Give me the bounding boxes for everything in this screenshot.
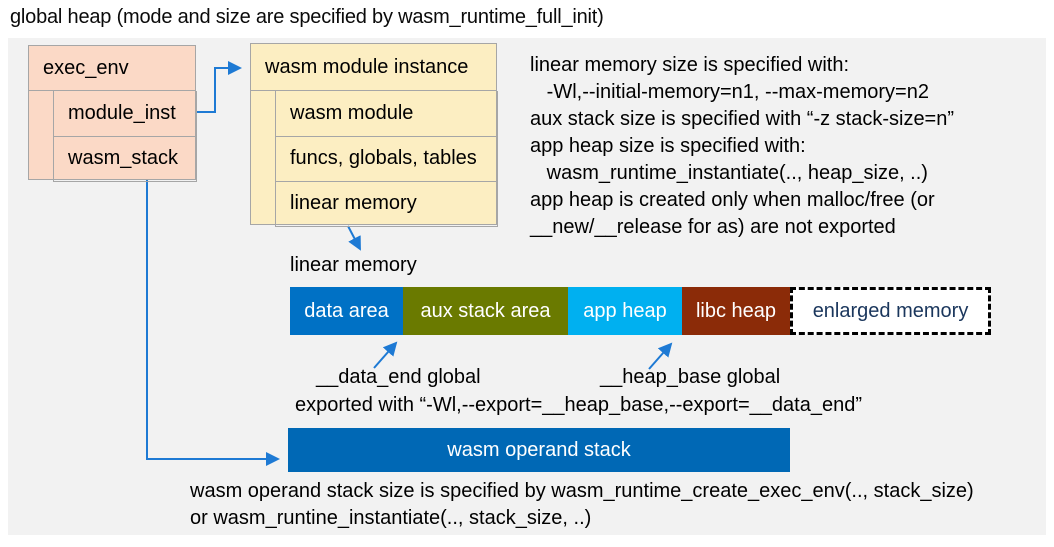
segment-app-heap: app heap — [568, 287, 682, 335]
heap-base-global-label: __heap_base global — [600, 366, 781, 388]
segment-aux-stack-area: aux stack area — [403, 287, 568, 335]
arrow-data-end-to-boundary — [373, 341, 398, 369]
linear-memory-notes: linear memory size is specified with: -W… — [530, 52, 954, 241]
module-instance-box: wasm module instance wasm module funcs, … — [250, 43, 498, 227]
note-line: app heap size is specified with: — [530, 135, 806, 157]
note-line: __new/__release for as) are not exported — [530, 216, 896, 238]
segment-data-area: data area — [290, 287, 403, 335]
wasm-operand-stack-bar: wasm operand stack — [288, 428, 790, 472]
note-line: aux stack size is specified with “-z sta… — [530, 108, 955, 130]
segment-enlarged-memory: enlarged memory — [790, 287, 991, 335]
diagram-canvas: exec_env module_inst wasm_stack wasm mod… — [8, 38, 1046, 535]
note-line: linear memory size is specified with: — [530, 54, 849, 76]
arrow-linear-memory-cell-to-bar-label — [347, 225, 361, 251]
exported-with-label: exported with “-Wl,--export=__heap_base,… — [295, 394, 862, 416]
linear-memory-bar: data area aux stack area app heap libc h… — [290, 287, 991, 335]
linear-memory-label: linear memory — [290, 254, 417, 276]
data-end-global-label: __data_end global — [316, 366, 481, 388]
module-instance-row-wasm-module: wasm module — [275, 91, 498, 137]
page-title: global heap (mode and size are specified… — [10, 6, 604, 28]
module-instance-row-linear-memory: linear memory — [275, 181, 498, 227]
module-instance-header: wasm module instance — [251, 44, 496, 91]
module-instance-row-funcs-globals-tables: funcs, globals, tables — [275, 136, 498, 182]
operand-stack-notes: wasm operand stack size is specified by … — [190, 478, 974, 532]
exec-env-row-module-inst: module_inst — [53, 91, 197, 137]
note-line: wasm_runtime_instantiate(.., heap_size, … — [530, 162, 928, 184]
exec-env-header: exec_env — [29, 46, 195, 91]
exec-env-row-wasm-stack: wasm_stack — [53, 136, 197, 182]
exec-env-box: exec_env module_inst wasm_stack — [28, 45, 197, 182]
note-line: app heap is created only when malloc/fre… — [530, 189, 935, 211]
segment-libc-heap: libc heap — [682, 287, 790, 335]
footer-line: or wasm_runtine_instantiate(.., stack_si… — [190, 507, 592, 529]
footer-line: wasm operand stack size is specified by … — [190, 480, 974, 502]
note-line: -Wl,--initial-memory=n1, --max-memory=n2 — [530, 81, 929, 103]
